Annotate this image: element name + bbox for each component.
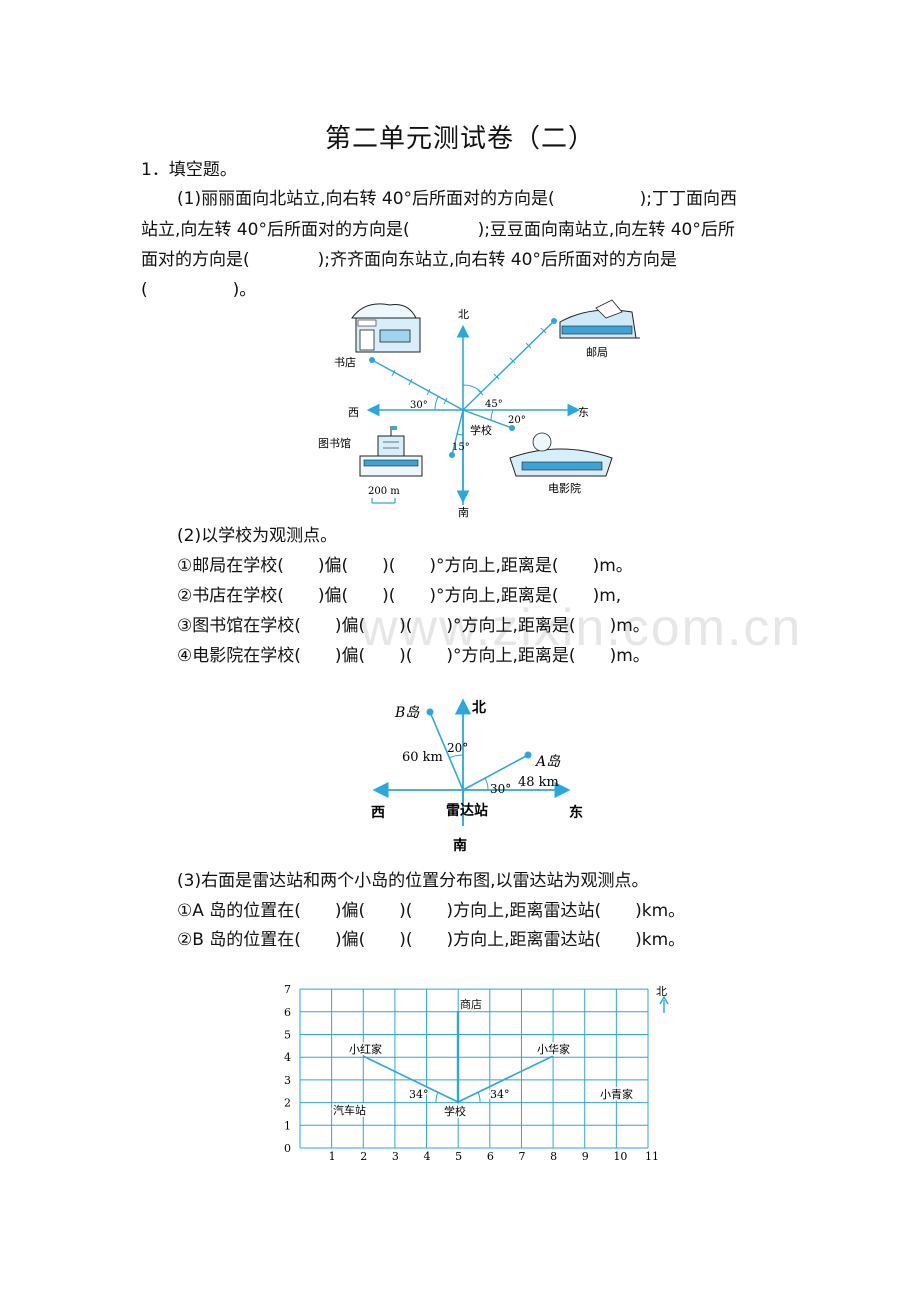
q1-2-intro: (2)以学校为观测点。	[177, 526, 338, 546]
q1-2-a: ①邮局在学校( )偏( )( )°方向上,距离是( )m。	[177, 556, 633, 576]
watermark: www.zixin.com.cn	[360, 599, 803, 657]
q1-3-intro: (3)右面是雷达站和两个小岛的位置分布图,以雷达站为观测点。	[177, 871, 649, 891]
school-label: 学校	[470, 423, 492, 437]
q1-1-line2: 站立,向左转 40°后所面对的方向是( );豆豆面向南站立,向左转 40°后所	[141, 220, 735, 240]
page-title: 第二单元测试卷（二）	[324, 124, 595, 154]
q1-3-a: ①A 岛的位置在( )偏( )( )方向上,距离雷达站( )km。	[177, 901, 686, 921]
library-illustration	[359, 426, 423, 477]
point-post-office	[551, 318, 557, 324]
q1-2-c: ③图书馆在学校( )偏( )( )°方向上,距离是( )m。	[177, 616, 650, 636]
library-label: 图书馆	[318, 436, 351, 450]
question-1-heading: 1．填空题。	[141, 160, 237, 180]
ray-cinema	[462, 409, 513, 429]
map1-east-label: 东	[578, 406, 589, 419]
map1-south-label: 南	[458, 506, 469, 519]
q1-1-line3: 面对的方向是( );齐齐面向东站立,向右转 40°后所面对的方向是	[141, 250, 677, 270]
point-bookstore	[369, 357, 375, 363]
ray-bookstore	[371, 359, 464, 411]
point-library	[449, 452, 455, 458]
map1-west-label: 西	[348, 406, 359, 419]
angle-30-label: 30°	[410, 400, 428, 411]
q1-1-line4: ( )。	[141, 280, 257, 300]
bookstore-illustration	[351, 303, 421, 353]
post-office-label: 邮局	[586, 346, 608, 359]
q1-2-b: ②书店在学校( )偏( )( )°方向上,距离是( )m,	[177, 586, 622, 606]
q1-3-b: ②B 岛的位置在( )偏( )( )方向上,距离雷达站( )km。	[177, 930, 686, 950]
scale-label: 200 m	[368, 486, 400, 497]
angle-15-label: 15°	[452, 442, 470, 453]
map1-north-label: 北	[458, 308, 469, 321]
angle-45-label: 45°	[485, 399, 503, 410]
point-cinema	[509, 425, 515, 431]
q1-1-line1: (1)丽丽面向北站立,向右转 40°后所面对的方向是( );丁丁面向西	[177, 189, 738, 209]
angle-20-label: 20°	[508, 415, 526, 426]
ray-post-office	[462, 320, 555, 411]
cinema-illustration	[509, 432, 613, 477]
post-office-illustration	[559, 299, 640, 339]
ray-library	[451, 409, 464, 456]
cinema-label: 电影院	[548, 481, 581, 495]
bookstore-label: 书店	[334, 355, 356, 369]
q1-2-d: ④电影院在学校( )偏( )( )°方向上,距离是( )m。	[177, 646, 650, 666]
